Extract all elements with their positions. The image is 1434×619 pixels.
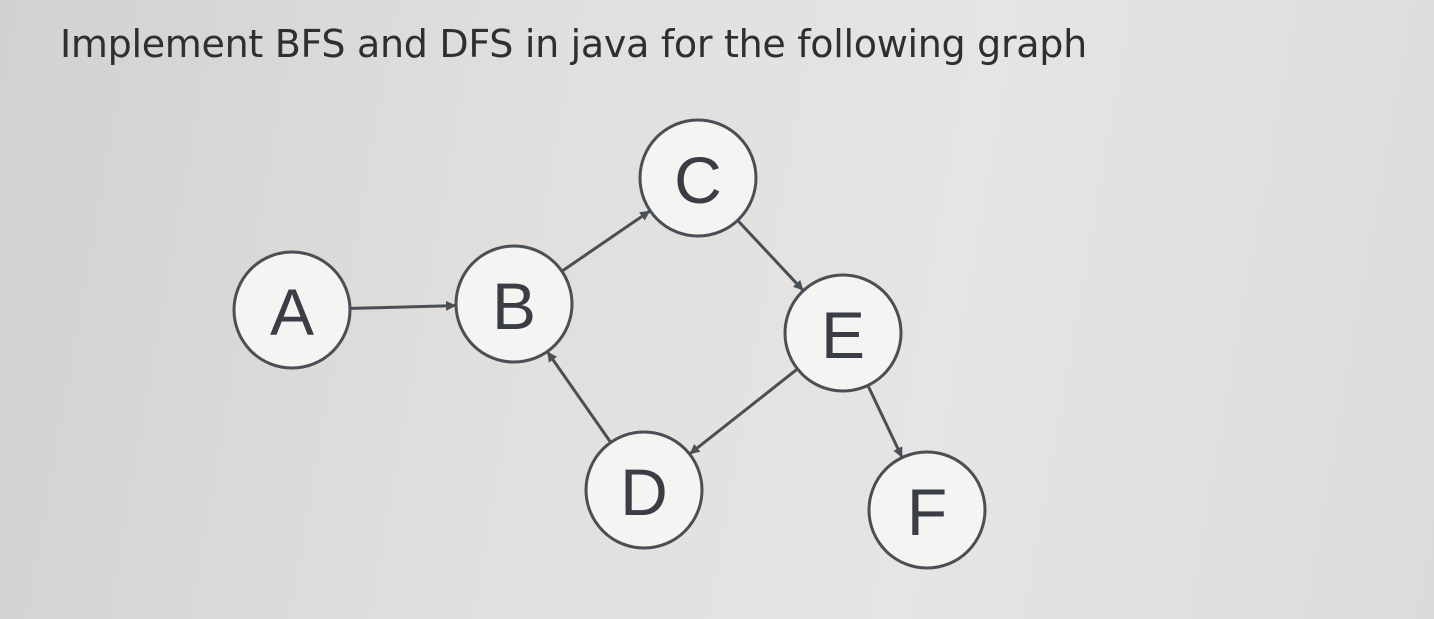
node-circle-c	[638, 118, 758, 238]
edge-e-to-d	[689, 367, 799, 455]
node-c: C	[638, 118, 758, 238]
node-a: A	[232, 250, 352, 370]
node-label-a: A	[270, 275, 314, 349]
edge-a-to-b	[349, 300, 457, 311]
node-label-f: F	[907, 475, 947, 549]
edge-d-to-b	[546, 351, 613, 444]
node-circle-e	[783, 273, 903, 393]
question-text: Implement BFS and DFS in java for the fo…	[60, 22, 1087, 66]
node-d: D	[584, 430, 704, 550]
node-b: B	[454, 244, 574, 364]
node-f: F	[867, 450, 987, 570]
node-label-b: B	[492, 269, 536, 343]
node-label-e: E	[821, 298, 865, 372]
edge-b-to-c	[561, 210, 651, 273]
node-label-d: D	[620, 455, 668, 529]
edges-layer	[349, 210, 904, 458]
node-circle-d	[584, 430, 704, 550]
node-circle-a	[232, 250, 352, 370]
node-circle-f	[867, 450, 987, 570]
node-circle-b	[454, 244, 574, 364]
edge-c-to-e	[736, 219, 804, 291]
node-label-c: C	[674, 143, 722, 217]
node-e: E	[783, 273, 903, 393]
edge-e-to-f	[866, 384, 904, 458]
nodes-layer: A B C D E F	[232, 118, 987, 570]
